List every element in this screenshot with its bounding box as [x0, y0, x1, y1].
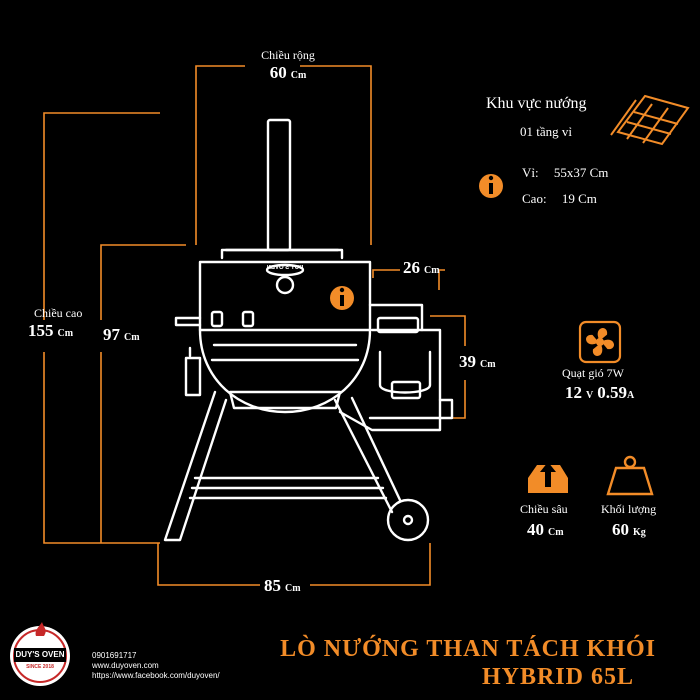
grill-area-title: Khu vực nướng [486, 95, 587, 112]
width-value: 60 [269, 63, 287, 82]
height-total-dimension: Chiều cao 155 Cm [28, 306, 82, 341]
side-width-value: 26 [403, 258, 420, 277]
height-spec-label: Cao: [522, 191, 547, 206]
info-icon-lid [330, 286, 354, 310]
weight-value: 60 [612, 520, 629, 539]
fan-volt-unit: V [586, 390, 594, 401]
product-title-line2: HYBRID 65L [481, 664, 634, 690]
width-label: Chiều rộng [261, 48, 315, 62]
weight-dimension: 60 Kg [612, 520, 646, 540]
product-title-line1: LÒ NƯỚNG THAN TÁCH KHÓI [280, 636, 656, 662]
logo-name: DUY'S OVEN [15, 650, 65, 659]
contact-facebook[interactable]: https://www.facebook.com/duyoven/ [92, 671, 220, 680]
fan-power: 12 V 0.59A [565, 383, 634, 403]
grate-spec: Vỉ: 55x37 Cm [522, 165, 608, 181]
height-spec: Cao: 19 Cm [522, 191, 597, 207]
dimension-lines [43, 65, 466, 586]
depth-label: Chiều sâu [520, 502, 568, 516]
length-value: 85 [264, 576, 281, 595]
height-spec-value: 19 Cm [561, 191, 597, 206]
side-width-dimension: 26 Cm [403, 258, 440, 278]
grill-grate-icon [610, 94, 690, 146]
grate-label: Vỉ: [522, 165, 539, 180]
height-total-unit: Cm [57, 328, 74, 339]
fan-volt: 12 [565, 383, 582, 402]
side-height-unit: Cm [480, 359, 496, 370]
height-total-value: 155 [28, 321, 54, 340]
depth-value: 40 [527, 520, 544, 539]
side-height-dimension: 39 Cm [459, 352, 496, 372]
height-body-dimension: 97 Cm [103, 325, 140, 345]
side-height-value: 39 [459, 352, 476, 371]
brand-logo [10, 622, 70, 686]
depth-dimension: 40 Cm [527, 520, 564, 540]
weight-icon [606, 455, 654, 496]
weight-unit: Kg [633, 527, 646, 538]
contact-website[interactable]: www.duyoven.com [92, 661, 159, 670]
contact-phone[interactable]: 0901691717 [92, 651, 137, 660]
side-width-unit: Cm [424, 265, 440, 276]
height-body-value: 97 [103, 325, 120, 344]
depth-unit: Cm [548, 527, 564, 538]
fan-icon [578, 320, 622, 364]
fan-label: Quạt gió 7W [562, 366, 624, 380]
weight-label: Khối lượng [601, 502, 657, 516]
info-icon [479, 174, 503, 198]
logo-since: SINCE 2018 [26, 664, 54, 670]
length-dimension: 85 Cm [264, 576, 301, 596]
depth-icon [528, 462, 568, 493]
contact-block: 0901691717 www.duyoven.com https://www.f… [92, 651, 220, 681]
grill-area-subtitle: 01 tầng vỉ [520, 124, 572, 139]
width-dimension: Chiều rộng 60 Cm [253, 48, 323, 83]
width-unit: Cm [290, 70, 307, 81]
height-total-label: Chiều cao [34, 306, 83, 320]
lid-badge-text: DUY'S OVEN [266, 265, 304, 271]
height-body-unit: Cm [124, 332, 140, 343]
length-unit: Cm [285, 583, 301, 594]
fan-amp-unit: A [626, 390, 635, 401]
fan-amp: 0.59 [597, 383, 627, 402]
grate-value: 55x37 Cm [553, 165, 609, 180]
